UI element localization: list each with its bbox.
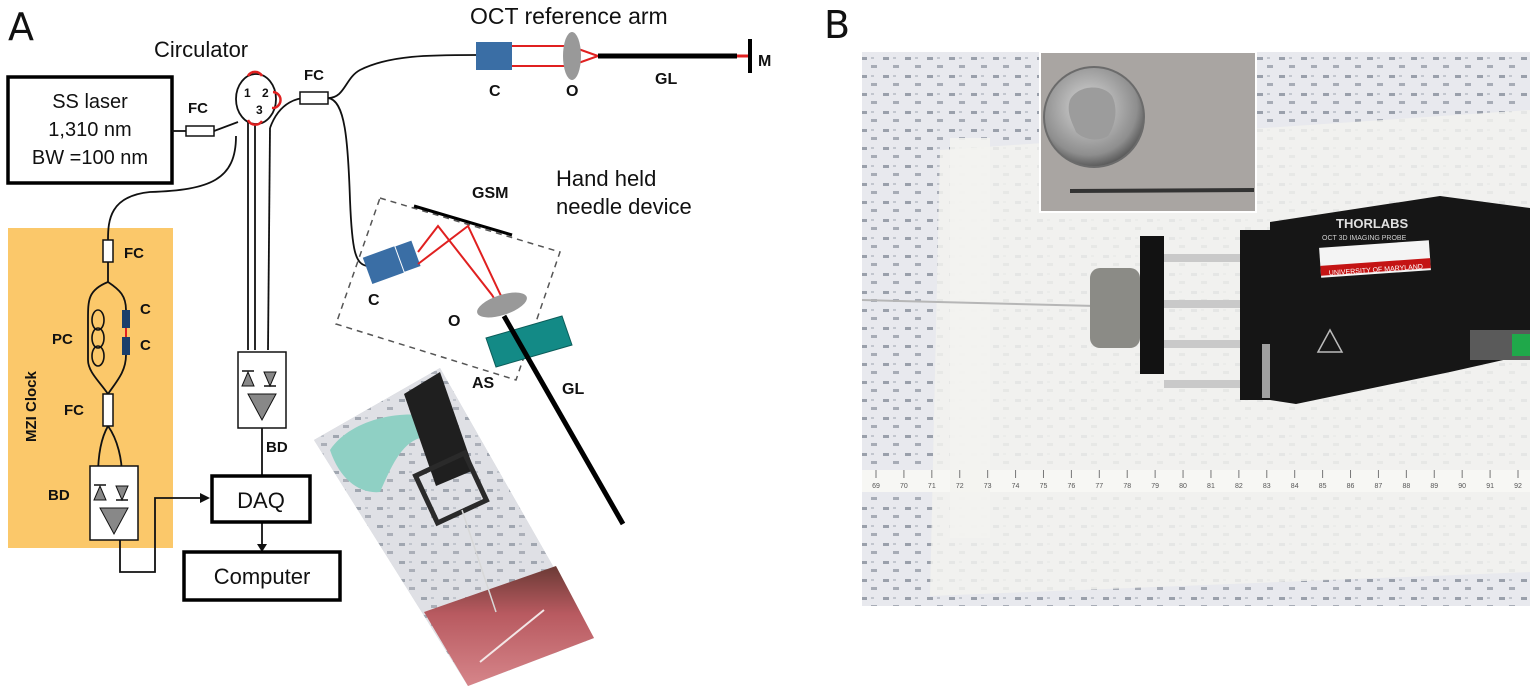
ruler-tick-label: 74	[1012, 483, 1020, 490]
inset-photo	[314, 368, 594, 686]
ruler-tick-label: 84	[1291, 483, 1299, 490]
panel-a-letter: A	[8, 5, 34, 49]
ruler-tick-label: 92	[1514, 483, 1522, 490]
ruler-tick-label: 76	[1067, 483, 1075, 490]
fc-laser-label: FC	[188, 100, 208, 117]
main-bd-label: BD	[266, 439, 288, 456]
handheld-title-line1: Hand held	[556, 166, 656, 191]
handheld-lens-label: GL	[562, 381, 584, 398]
reference-objective-label: O	[566, 83, 578, 100]
ruler-tick-label: 88	[1402, 483, 1410, 490]
computer-label: Computer	[214, 564, 311, 589]
ruler-tick-label: 81	[1207, 483, 1215, 490]
laser-bandwidth: BW =100 nm	[32, 147, 148, 169]
mzi-c1-label: C	[140, 301, 151, 318]
ss-laser-box: SS laser 1,310 nm BW =100 nm	[6, 75, 174, 185]
galvo-mirror	[413, 204, 513, 237]
ruler-tick-label: 73	[984, 483, 992, 490]
mzi-clock-title: MZI Clock	[23, 371, 40, 442]
ruler-vertical	[950, 138, 990, 538]
laser-name: SS laser	[52, 91, 128, 113]
mzi-c2-label: C	[140, 337, 151, 354]
ruler-tick-label: 80	[1179, 483, 1187, 490]
polarization-controller	[91, 309, 105, 367]
main-balanced-detector	[237, 351, 287, 429]
circulator-title: Circulator	[154, 37, 248, 62]
handheld-stage-label: AS	[472, 375, 495, 392]
ruler-tick-label: 89	[1430, 483, 1438, 490]
probe-needle	[861, 299, 1097, 307]
handheld-stage	[485, 315, 573, 368]
circulator-port-1: 1	[244, 86, 251, 100]
ruler-tick-label: 70	[900, 483, 908, 490]
ruler-tick-label: 82	[1235, 483, 1243, 490]
handheld-title-line2: needle device	[556, 194, 692, 219]
fiber-paths	[87, 54, 477, 573]
probe-nose	[1090, 268, 1140, 348]
ruler-tick-label: 86	[1347, 483, 1355, 490]
reference-mirror-label: M	[758, 53, 771, 70]
handheld-objective-label: O	[448, 313, 460, 330]
mzi-collimator-1	[122, 310, 130, 328]
circulator-port-2: 2	[262, 86, 269, 100]
laser-warning-icon	[1316, 328, 1344, 353]
mzi-fc-bottom-label: FC	[64, 402, 84, 419]
mzi-balanced-detector	[89, 465, 139, 541]
reference-arm	[476, 32, 752, 80]
probe-brand: THORLABS	[1336, 216, 1409, 231]
ruler-tick-label: 87	[1375, 483, 1383, 490]
reference-collimator-label: C	[489, 83, 501, 100]
ruler-tick-label: 77	[1095, 483, 1103, 490]
fiber-couplers	[102, 91, 329, 427]
handheld-collimator-label: C	[368, 292, 380, 309]
ruler-tick-label: 90	[1458, 483, 1466, 490]
circulator-port-3: 3	[256, 103, 263, 117]
handheld-objective	[477, 292, 527, 318]
mzi-collimator-2	[122, 337, 130, 355]
computer-arrow	[257, 544, 267, 552]
circulator: 1 2 3	[235, 70, 282, 126]
reference-collimator	[476, 42, 512, 70]
handheld-device	[335, 197, 626, 526]
laser-wavelength: 1,310 nm	[48, 119, 131, 141]
mzi-fc-top-label: FC	[124, 245, 144, 262]
reference-arm-title: OCT reference arm	[470, 3, 668, 29]
fc-main-label: FC	[304, 67, 324, 84]
device-photo: THORLABS OCT 3D IMAGING PROBE UNIVERSITY…	[861, 51, 1530, 606]
galvo-label: GSM	[472, 185, 508, 202]
daq-box	[210, 474, 312, 524]
ruler-tick-label: 71	[928, 483, 936, 490]
ruler-tick-label: 79	[1151, 483, 1159, 490]
needle-sample	[1069, 188, 1255, 193]
reference-objective	[563, 32, 581, 80]
mzi-bd-label: BD	[48, 487, 70, 504]
ruler-tick-label: 83	[1263, 483, 1271, 490]
ruler-tick-label: 78	[1123, 483, 1131, 490]
ruler-tick-label: 91	[1486, 483, 1494, 490]
reference-mirror	[748, 39, 752, 73]
handheld-needle-lens	[501, 314, 626, 526]
panel-b-letter: B	[824, 3, 850, 47]
computer-box	[182, 550, 342, 602]
ruler-tick-labels: 69 70 71 72 73 74 75 76 77 78 79 80 81 82 83 84 85 86 87 88…	[872, 470, 1522, 490]
ruler-tick-label: 69	[872, 483, 880, 490]
ruler-horizontal	[862, 470, 1530, 492]
pc-label: PC	[52, 331, 73, 348]
ruler-tick-label: 85	[1319, 483, 1327, 490]
probe-text: OCT 3D IMAGING PROBE	[1322, 235, 1407, 242]
daq-arrow	[200, 493, 210, 503]
ruler-tick-label: 72	[956, 483, 964, 490]
ruler-tick-label: 75	[1040, 483, 1048, 490]
reference-lens-label: GL	[655, 71, 677, 88]
daq-label: DAQ	[237, 488, 285, 513]
